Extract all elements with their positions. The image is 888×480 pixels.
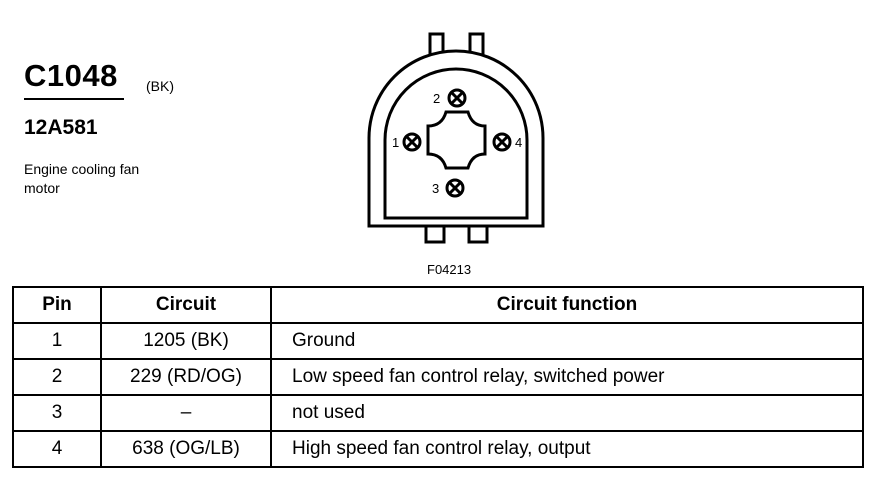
pin-label-4: 4 bbox=[515, 135, 522, 150]
connector-description: Engine cooling fan motor bbox=[24, 160, 184, 198]
cell-circuit: 1205 (BK) bbox=[100, 322, 272, 360]
keyway-cross bbox=[426, 110, 487, 170]
pin-label-1: 1 bbox=[392, 135, 399, 150]
cell-function: Low speed fan control relay, switched po… bbox=[270, 358, 864, 396]
connector-part-number: 12A581 bbox=[24, 116, 98, 139]
pin-label-2: 2 bbox=[433, 91, 440, 106]
cell-circuit: 229 (RD/OG) bbox=[100, 358, 272, 396]
pin-4 bbox=[492, 132, 512, 152]
cell-function: High speed fan control relay, output bbox=[270, 430, 864, 468]
connector-body-outline bbox=[367, 49, 545, 228]
pin-label-3: 3 bbox=[432, 181, 439, 196]
table-row: 1 1205 (BK) Ground bbox=[12, 322, 864, 360]
pin-3 bbox=[445, 178, 465, 198]
connector-face-circle bbox=[383, 67, 529, 220]
connector-description-line1: Engine cooling fan bbox=[24, 161, 140, 177]
table-row: 3 – not used bbox=[12, 394, 864, 432]
cell-circuit: – bbox=[100, 394, 272, 432]
cell-circuit: 638 (OG/LB) bbox=[100, 430, 272, 468]
cell-pin: 2 bbox=[12, 358, 102, 396]
bottom-tab-right bbox=[467, 224, 489, 244]
connector-id-underline bbox=[24, 98, 124, 100]
connector-face-diagram: 1 2 3 4 bbox=[367, 32, 545, 244]
table-row: 2 229 (RD/OG) Low speed fan control rela… bbox=[12, 358, 864, 396]
pin-2 bbox=[447, 88, 467, 108]
table-header-row: Pin Circuit Circuit function bbox=[12, 286, 864, 324]
cell-function: Ground bbox=[270, 322, 864, 360]
cell-pin: 3 bbox=[12, 394, 102, 432]
cell-pin: 4 bbox=[12, 430, 102, 468]
pin-table: Pin Circuit Circuit function 1 1205 (BK)… bbox=[12, 286, 864, 468]
header-circuit: Circuit bbox=[100, 286, 272, 324]
cell-function: not used bbox=[270, 394, 864, 432]
figure-code: F04213 bbox=[427, 262, 472, 277]
header-circuit-function: Circuit function bbox=[270, 286, 864, 324]
connector-color-code: (BK) bbox=[146, 78, 174, 94]
bottom-tab-left bbox=[424, 224, 446, 244]
connector-description-line2: motor bbox=[24, 180, 60, 196]
table-row: 4 638 (OG/LB) High speed fan control rel… bbox=[12, 430, 864, 468]
pin-1 bbox=[402, 132, 422, 152]
header-pin: Pin bbox=[12, 286, 102, 324]
connector-id: C1048 bbox=[24, 58, 118, 93]
cell-pin: 1 bbox=[12, 322, 102, 360]
